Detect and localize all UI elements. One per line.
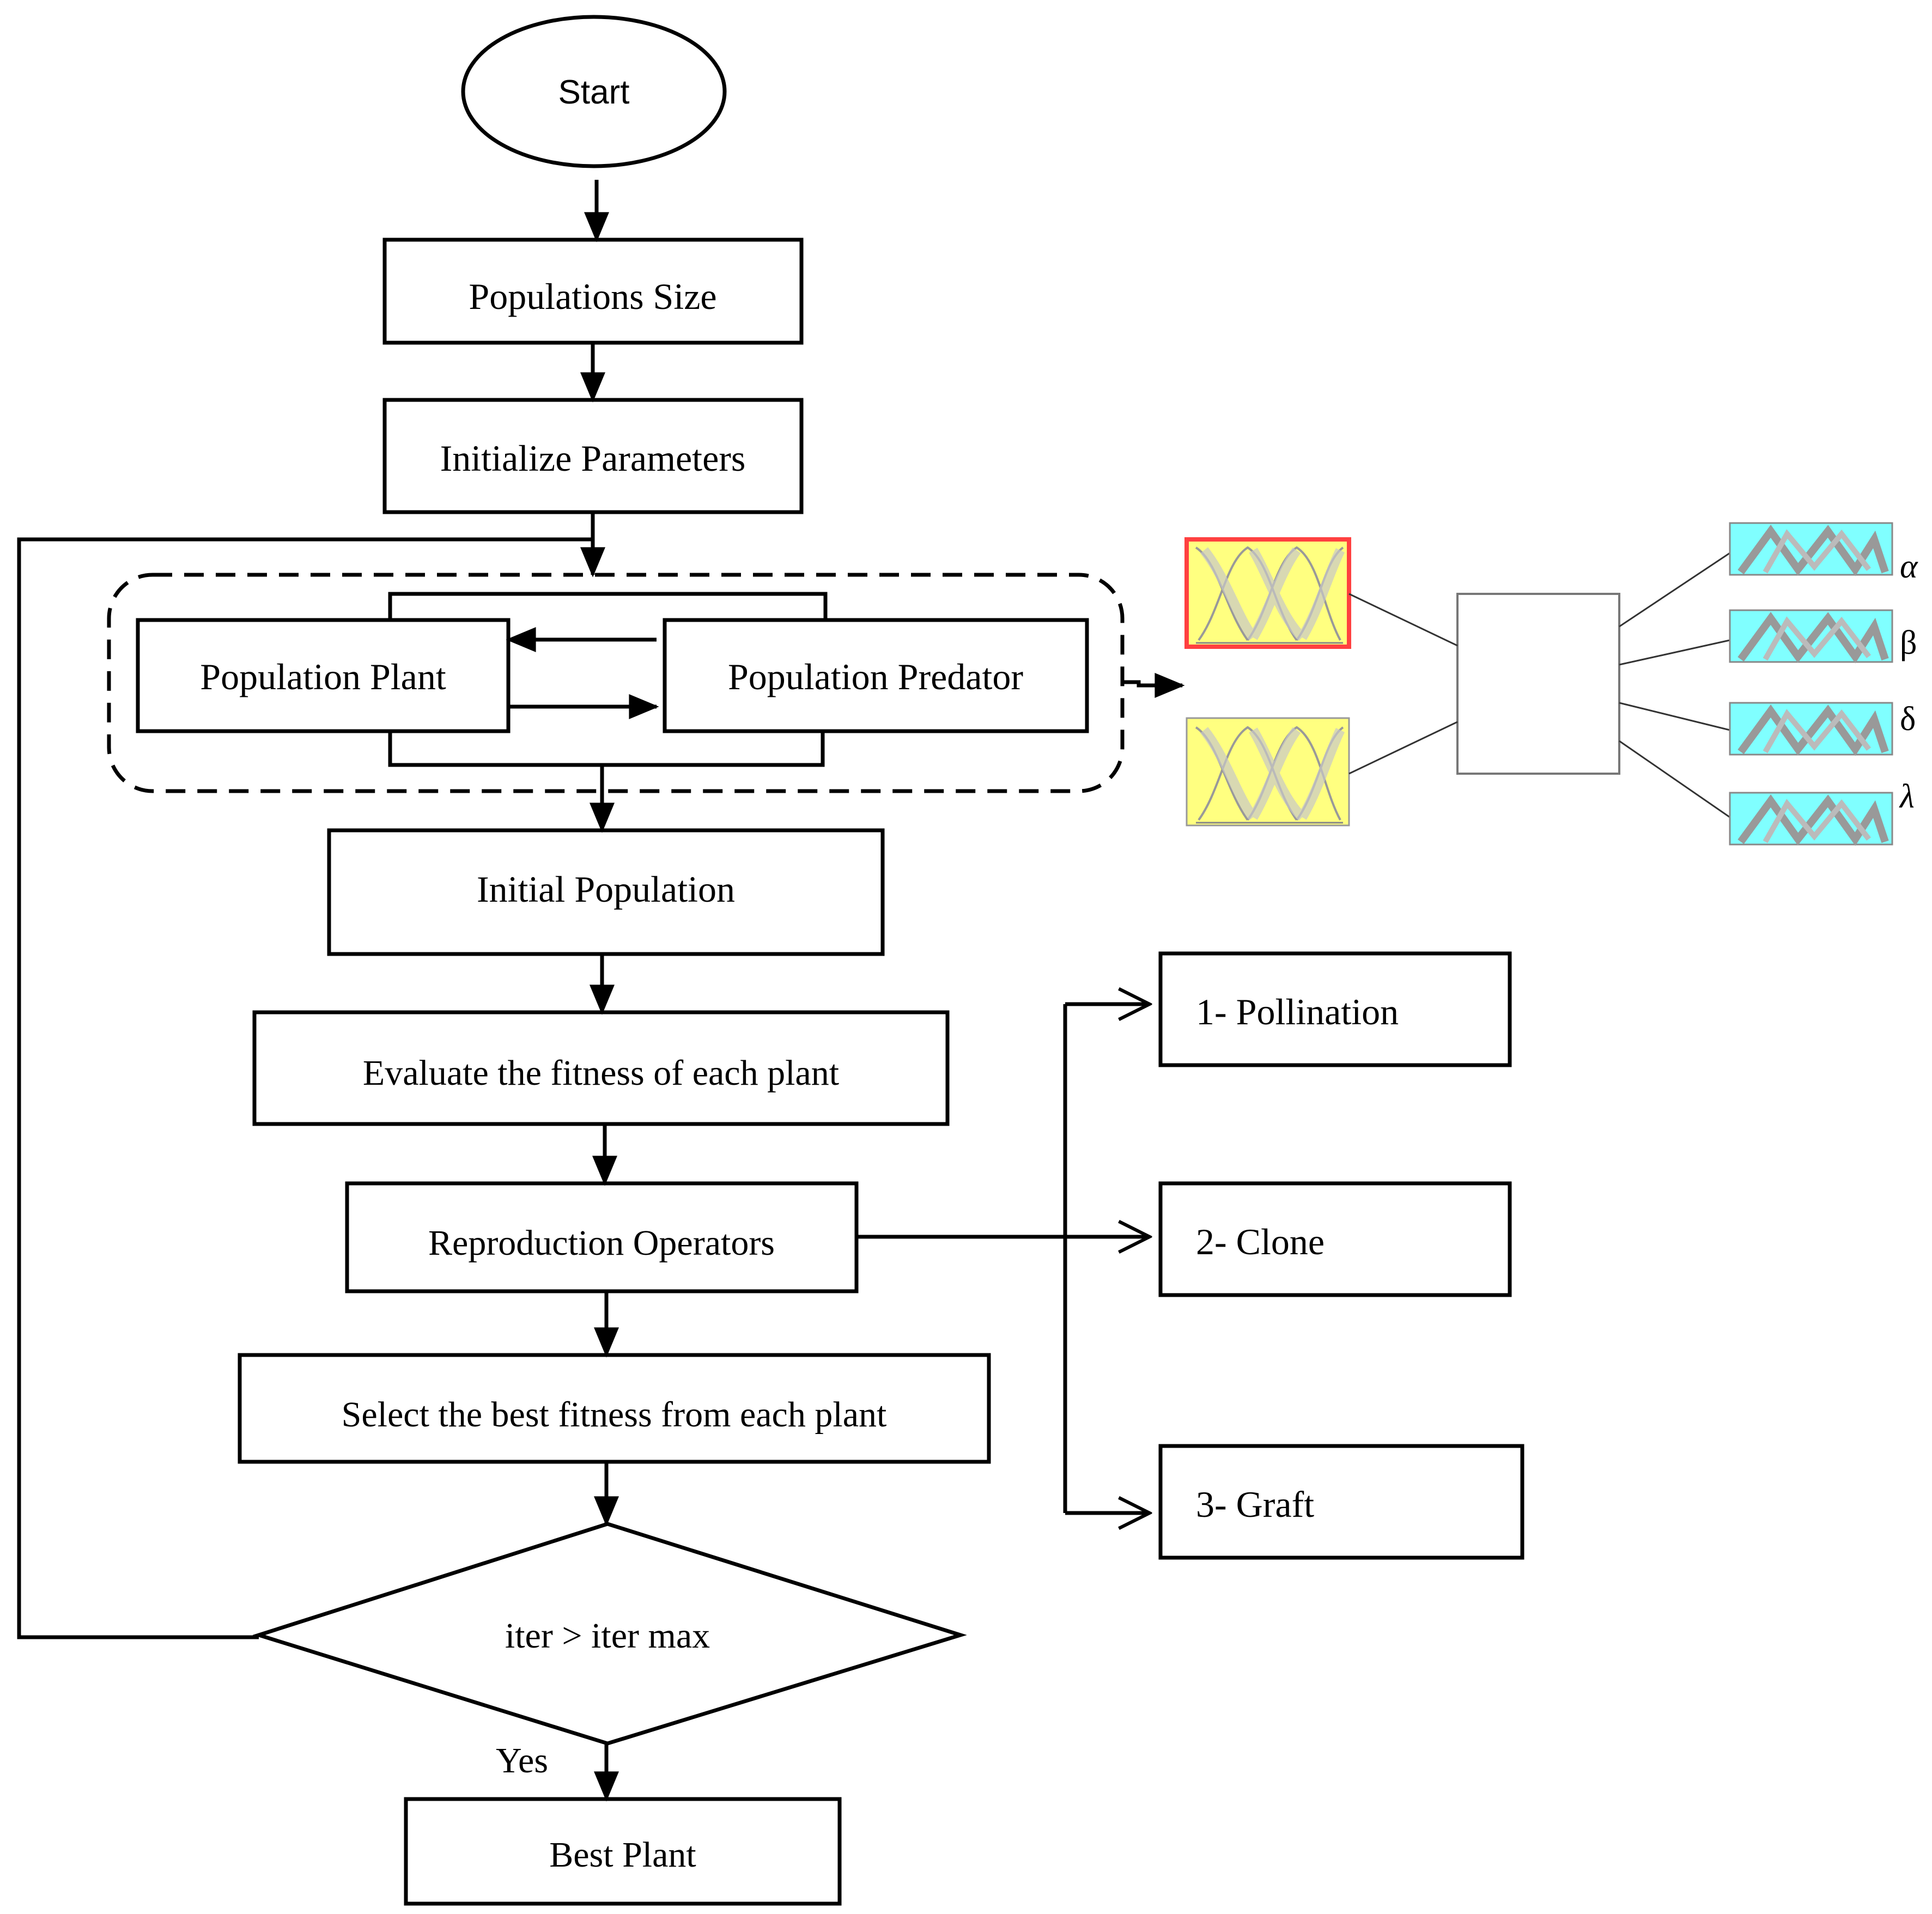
select-best-box: Select the best fitness from each plant <box>238 1353 991 1464</box>
populations-size-label: Populations Size <box>469 276 716 317</box>
operator-clone-label: 2- Clone <box>1196 1221 1325 1262</box>
fuzzy-output-delta-mf-icon <box>1729 702 1893 756</box>
reproduction-operators-box: Reproduction Operators <box>345 1181 859 1293</box>
operator-pollination-box: 1- Pollination <box>1158 951 1512 1067</box>
operator-graft-box: 3- Graft <box>1158 1444 1524 1560</box>
fuzzy-output-beta-label: β <box>1900 624 1917 661</box>
fuzzy-output-delta-label: δ <box>1900 701 1916 738</box>
evaluate-fitness-label: Evaluate the fitness of each plant <box>363 1053 839 1093</box>
fuzzy-input-2-mf-icon <box>1186 717 1350 827</box>
fuzzy-input-1-mf-icon <box>1184 537 1351 649</box>
initial-population-label: Initial Population <box>477 868 735 910</box>
reproduction-operators-label: Reproduction Operators <box>428 1223 775 1263</box>
initial-population-box: Initial Population <box>327 828 885 956</box>
evaluate-fitness-box: Evaluate the fitness of each plant <box>252 1010 950 1126</box>
initialize-parameters-label: Initialize Parameters <box>440 438 746 479</box>
operator-graft-label: 3- Graft <box>1196 1484 1314 1525</box>
population-plant-box: Population Plant <box>136 618 511 733</box>
start-label: Start <box>558 74 630 111</box>
best-plant-box: Best Plant <box>404 1797 842 1906</box>
select-best-label: Select the best fitness from each plant <box>342 1395 887 1435</box>
population-predator-box: Population Predator <box>663 618 1089 733</box>
arrow-group-to-fuzzy <box>1122 673 1185 698</box>
best-plant-label: Best Plant <box>549 1835 696 1875</box>
initialize-parameters-box: Initialize Parameters <box>382 398 804 514</box>
fuzzy-output-alpha-mf-icon <box>1729 522 1893 576</box>
operator-clone-box: 2- Clone <box>1158 1181 1512 1297</box>
top-bracket-connector <box>388 592 828 620</box>
decision-diamond: iter > iter max <box>252 1522 967 1746</box>
fuzzy-output-lambda-mf-icon <box>1729 792 1893 846</box>
fuzzy-output-beta-mf-icon <box>1729 609 1893 664</box>
fuzzy-output-alpha-label: α <box>1900 548 1918 585</box>
yes-label: Yes <box>496 1741 548 1781</box>
populations-size-box: Populations Size <box>382 238 804 345</box>
population-plant-label: Population Plant <box>200 656 446 697</box>
bottom-bracket-connector <box>388 731 825 767</box>
population-predator-label: Population Predator <box>728 656 1023 697</box>
loop-back-line <box>17 537 593 1639</box>
fuzzy-output-lambda-label: λ <box>1899 778 1915 815</box>
operator-pollination-label: 1- Pollination <box>1196 991 1399 1032</box>
fuzzy-rule-box <box>1456 593 1620 775</box>
start-terminal: Start <box>461 15 727 168</box>
fuzzy-inference-diagram: α β δ λ <box>1184 522 1918 846</box>
decision-label: iter > iter max <box>505 1616 710 1656</box>
